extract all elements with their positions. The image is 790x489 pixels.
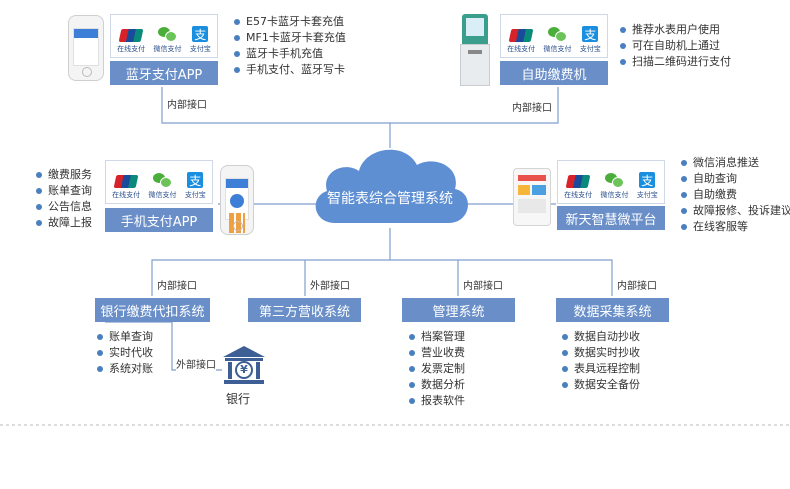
bluetooth-pay-app-box: 蓝牙支付APP bbox=[110, 61, 218, 85]
list-item: 手机支付、蓝牙写卡 bbox=[234, 62, 346, 78]
data-acquisition-system-box: 数据采集系统 bbox=[556, 298, 669, 322]
list-item: 微信消息推送 bbox=[681, 155, 790, 171]
list-item: 档案管理 bbox=[409, 329, 465, 345]
phone-image bbox=[68, 15, 104, 81]
bank-label: 银行 bbox=[226, 392, 251, 406]
bank-icon bbox=[223, 346, 265, 384]
alipay-label: 支付宝 bbox=[579, 45, 601, 53]
bottom-connector bbox=[151, 259, 613, 296]
list-item: 实时代收 bbox=[97, 345, 153, 361]
list-item: 表具远程控制 bbox=[562, 361, 640, 377]
wechat-label: 微信支付 bbox=[153, 45, 182, 53]
list-item: 缴费服务 bbox=[36, 167, 92, 183]
unionpay-icon bbox=[565, 175, 591, 188]
management-feature-list: 档案管理 营业收费 发票定制 数据分析 报表软件 bbox=[409, 329, 465, 409]
alipay-label: 支付宝 bbox=[184, 191, 206, 199]
list-item: 故障报修、投诉建议 bbox=[681, 203, 790, 219]
bank-system-feature-list: 账单查询 实时代收 系统对账 bbox=[97, 329, 153, 377]
smart-wechat-platform-box: 新天智慧微平台 bbox=[557, 206, 665, 230]
wechat-pay-icon bbox=[153, 172, 173, 188]
mobile-pay-app-box: 手机支付APP bbox=[105, 208, 213, 232]
list-item: 报表软件 bbox=[409, 393, 465, 409]
bluetooth-app-feature-list: E57卡蓝牙卡套充值 MF1卡蓝牙卡套充值 蓝牙卡手机充值 手机支付、蓝牙写卡 bbox=[234, 14, 346, 78]
list-item: 自助查询 bbox=[681, 171, 790, 187]
list-item: 系统对账 bbox=[97, 361, 153, 377]
alipay-icon: 支 bbox=[582, 26, 599, 42]
list-item: 账单查询 bbox=[97, 329, 153, 345]
list-item: 数据分析 bbox=[409, 377, 465, 393]
bank-collection-system-box: 银行缴费代扣系统 bbox=[95, 298, 210, 322]
tablet-image bbox=[513, 168, 551, 226]
payment-logos: 在线支付 微信支付 支支付宝 bbox=[105, 160, 213, 204]
kiosk-feature-list: 推荐水表用户使用 可在自助机上通过 扫描二维码进行支付 bbox=[620, 22, 731, 70]
list-item: 发票定制 bbox=[409, 361, 465, 377]
list-item: 扫描二维码进行支付 bbox=[620, 54, 731, 70]
third-party-revenue-system-box: 第三方营收系统 bbox=[248, 298, 361, 322]
interface-label: 内部接口 bbox=[512, 99, 552, 114]
payment-logos: 在线支付 微信支付 支支付宝 bbox=[500, 14, 608, 58]
unionpay-label: 在线支付 bbox=[117, 45, 146, 53]
payment-logos: 在线支付 微信支付 支支付宝 bbox=[557, 160, 665, 204]
list-item: 账单查询 bbox=[36, 183, 92, 199]
interface-label: 内部接口 bbox=[157, 277, 197, 292]
interface-label: 内部接口 bbox=[617, 277, 657, 292]
wechat-platform-feature-list: 微信消息推送 自助查询 自助缴费 故障报修、投诉建议 在线客服等 bbox=[681, 155, 790, 235]
alipay-label: 支付宝 bbox=[189, 45, 211, 53]
list-item: 公告信息 bbox=[36, 199, 92, 215]
interface-label: 内部接口 bbox=[463, 277, 503, 292]
mobile-app-feature-list: 缴费服务 账单查询 公告信息 故障上报 bbox=[36, 167, 92, 231]
alipay-label: 支付宝 bbox=[636, 191, 658, 199]
self-service-kiosk-box: 自助缴费机 bbox=[500, 61, 608, 85]
list-item: 故障上报 bbox=[36, 215, 92, 231]
list-item: 蓝牙卡手机充值 bbox=[234, 46, 346, 62]
alipay-icon: 支 bbox=[192, 26, 209, 42]
unionpay-label: 在线支付 bbox=[112, 191, 141, 199]
unionpay-label: 在线支付 bbox=[507, 45, 536, 53]
unionpay-icon bbox=[508, 29, 534, 42]
kiosk-image bbox=[460, 14, 490, 86]
wechat-pay-icon bbox=[548, 26, 568, 42]
unionpay-label: 在线支付 bbox=[564, 191, 593, 199]
list-item: 推荐水表用户使用 bbox=[620, 22, 731, 38]
interface-label: 外部接口 bbox=[310, 277, 350, 292]
interface-label: 外部接口 bbox=[176, 356, 216, 371]
list-item: MF1卡蓝牙卡套充值 bbox=[234, 30, 346, 46]
wechat-pay-icon bbox=[605, 172, 625, 188]
payment-logos: 在线支付 微信支付 支支付宝 bbox=[110, 14, 218, 58]
alipay-icon: 支 bbox=[187, 172, 204, 188]
phone-image bbox=[220, 165, 254, 235]
wechat-label: 微信支付 bbox=[543, 45, 572, 53]
wechat-label: 微信支付 bbox=[148, 191, 177, 199]
unionpay-icon bbox=[118, 29, 144, 42]
list-item: 在线客服等 bbox=[681, 219, 790, 235]
unionpay-icon bbox=[113, 175, 139, 188]
center-system-label: 智能表综合管理系统 bbox=[327, 191, 453, 207]
list-item: 可在自助机上通过 bbox=[620, 38, 731, 54]
list-item: 营业收费 bbox=[409, 345, 465, 361]
list-item: 自助缴费 bbox=[681, 187, 790, 203]
list-item: 数据安全备份 bbox=[562, 377, 640, 393]
alipay-icon: 支 bbox=[639, 172, 656, 188]
list-item: 数据自动抄收 bbox=[562, 329, 640, 345]
cloud-icon bbox=[315, 149, 468, 223]
list-item: E57卡蓝牙卡套充值 bbox=[234, 14, 346, 30]
interface-label: 内部接口 bbox=[167, 96, 207, 111]
top-connector bbox=[161, 87, 559, 124]
data-acquisition-feature-list: 数据自动抄收 数据实时抄收 表具远程控制 数据安全备份 bbox=[562, 329, 640, 393]
wechat-pay-icon bbox=[158, 26, 178, 42]
management-system-box: 管理系统 bbox=[402, 298, 515, 322]
wechat-label: 微信支付 bbox=[600, 191, 629, 199]
list-item: 数据实时抄收 bbox=[562, 345, 640, 361]
bank-currency-symbol: ¥ bbox=[240, 363, 248, 376]
